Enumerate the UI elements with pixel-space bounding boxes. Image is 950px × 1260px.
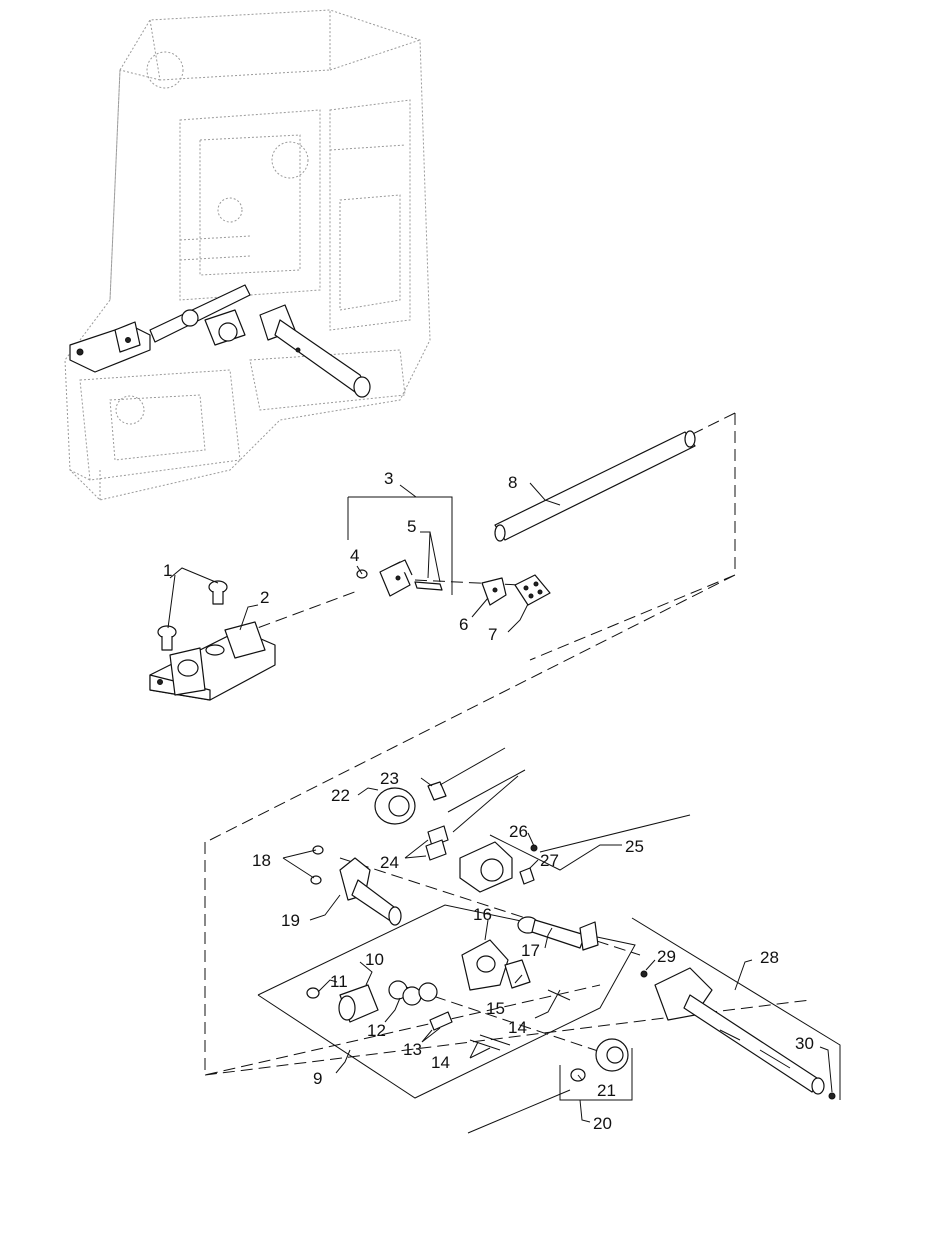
callout-13: 13 — [403, 1040, 422, 1059]
callout-1: 1 — [163, 561, 172, 580]
callout-20: 20 — [593, 1114, 612, 1133]
ring-part-22 — [375, 782, 446, 824]
callout-28: 28 — [760, 948, 779, 967]
callout-18: 18 — [252, 851, 271, 870]
callout-16: 16 — [473, 905, 492, 924]
callout-7: 7 — [488, 625, 497, 644]
callout-4: 4 — [350, 546, 359, 565]
callout-10: 10 — [365, 950, 384, 969]
callout-23: 23 — [380, 769, 399, 788]
callout-14b: 14 — [431, 1053, 450, 1072]
callout-8: 8 — [508, 473, 517, 492]
callout-3: 3 — [384, 469, 393, 488]
plate-part-7 — [515, 575, 550, 605]
callout-27: 27 — [540, 851, 559, 870]
callout-26: 26 — [509, 822, 528, 841]
callout-19: 19 — [281, 911, 300, 930]
callout-9: 9 — [313, 1069, 322, 1088]
rod-part-8 — [495, 431, 695, 541]
callout-11: 11 — [330, 972, 348, 991]
callout-17: 17 — [521, 941, 540, 960]
callout-22: 22 — [331, 786, 350, 805]
callout-2: 2 — [260, 588, 269, 607]
machine-housing-ghost — [65, 10, 430, 500]
installed-shaft-assembly — [70, 285, 370, 397]
callout-25: 25 — [625, 837, 644, 856]
callout-6: 6 — [459, 615, 468, 634]
pin-part-13 — [430, 1012, 452, 1030]
bolt-part-1 — [158, 581, 227, 650]
pin-part-15 — [505, 960, 530, 988]
lever-part-16 — [462, 940, 508, 990]
callout-29: 29 — [657, 947, 676, 966]
holder-part-3 — [357, 560, 442, 596]
stud-part-24 — [426, 826, 448, 860]
callout-15: 15 — [486, 999, 505, 1018]
callout-5: 5 — [407, 517, 416, 536]
callout-12: 12 — [367, 1021, 386, 1040]
upper-group-dashed-boundary — [210, 413, 735, 840]
clamp-part-25 — [460, 842, 537, 892]
callout-24: 24 — [380, 853, 399, 872]
roller-part-12 — [389, 981, 437, 1005]
callout-30: 30 — [795, 1034, 814, 1053]
callout-21: 21 — [597, 1081, 616, 1100]
callout-14a: 14 — [508, 1018, 527, 1037]
